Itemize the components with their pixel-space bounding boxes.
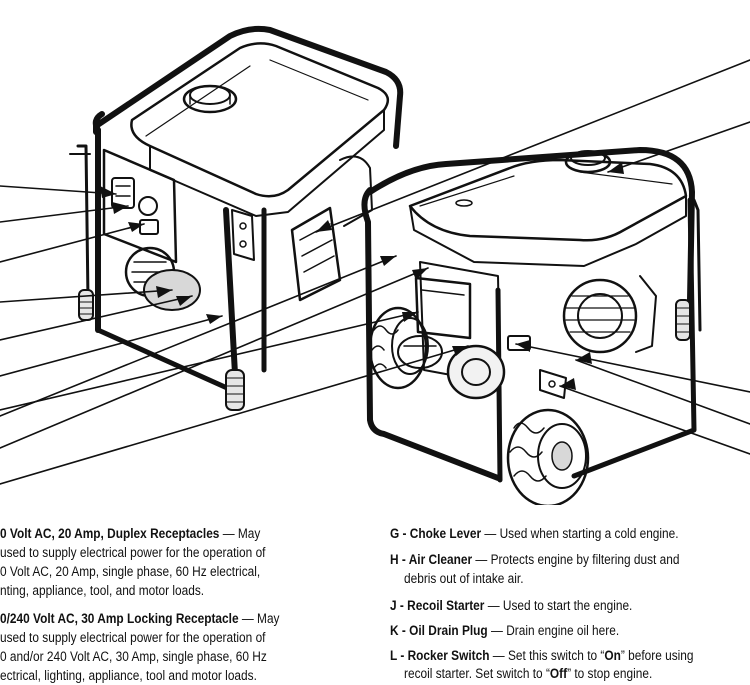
air-cleaner-line2: debris out of intake air. bbox=[404, 571, 524, 586]
receptacle-120v-20a-term: 0 Volt AC, 20 Amp, Duplex Receptacles bbox=[0, 526, 220, 541]
wheel-left bbox=[368, 306, 429, 390]
generator-illustration bbox=[0, 25, 750, 505]
generator-rear bbox=[69, 25, 404, 411]
rocker-switch-desc-a: Set this switch to “ bbox=[507, 648, 605, 663]
air-cleaner-term: H - Air Cleaner bbox=[390, 552, 473, 567]
line1-rest: May bbox=[237, 526, 261, 541]
receptacle-120v-20a-line4: nting, appliance, tool, and motor loads. bbox=[0, 583, 205, 598]
dash: — bbox=[484, 598, 503, 613]
receptacle-240v-30a-line4: ectrical, lighting, appliance, tool and … bbox=[0, 668, 257, 683]
wheel-center bbox=[446, 344, 506, 400]
wheel-front bbox=[506, 408, 590, 505]
oil-drain-plug-term: K - Oil Drain Plug bbox=[390, 623, 488, 638]
rocker-switch-desc-b: ” before using bbox=[620, 648, 694, 663]
receptacle-240v-30a-line2: used to supply electrical power for the … bbox=[0, 630, 266, 645]
dash: — bbox=[238, 611, 258, 626]
recoil-starter-term: J - Recoil Starter bbox=[390, 598, 485, 613]
callout-leader-lines bbox=[0, 59, 750, 485]
rocker-switch-line2: recoil starter. Set switch to “Off” to s… bbox=[404, 664, 652, 683]
rocker-switch-line2-a: recoil starter. Set switch to “ bbox=[404, 666, 550, 681]
off-keyword: Off bbox=[549, 666, 568, 681]
choke-lever-item: G - Choke Lever — Used when starting a c… bbox=[390, 524, 679, 543]
air-cleaner-desc: Protects engine by filtering dust and bbox=[490, 552, 680, 567]
dash: — bbox=[487, 623, 507, 638]
dash: — bbox=[489, 648, 508, 663]
receptacle-240v-30a-term: 0/240 Volt AC, 30 Amp Locking Receptacle bbox=[0, 611, 239, 626]
recoil-starter-desc: Used to start the engine. bbox=[502, 598, 633, 613]
rocker-switch-line2-b: ” to stop engine. bbox=[567, 666, 653, 681]
receptacle-240v-30a-line1: 0/240 Volt AC, 30 Amp Locking Receptacle… bbox=[0, 609, 280, 628]
recoil-starter-item: J - Recoil Starter — Used to start the e… bbox=[390, 596, 632, 615]
generator-front bbox=[361, 147, 702, 505]
receptacle-120v-20a-line1: 0 Volt AC, 20 Amp, Duplex Receptacles — … bbox=[0, 524, 260, 543]
dash: — bbox=[481, 526, 500, 541]
choke-lever-term: G - Choke Lever bbox=[390, 526, 482, 541]
dash: — bbox=[219, 526, 238, 541]
oil-drain-plug-item: K - Oil Drain Plug — Drain engine oil he… bbox=[390, 621, 619, 640]
rocker-switch-item: L - Rocker Switch — Set this switch to “… bbox=[390, 646, 694, 665]
receptacle-120v-20a-line3: 0 Volt AC, 20 Amp, single phase, 60 Hz e… bbox=[0, 564, 261, 579]
choke-lever-desc: Used when starting a cold engine. bbox=[499, 526, 679, 541]
air-cleaner-item: H - Air Cleaner — Protects engine by fil… bbox=[390, 550, 679, 569]
receptacle-120v-20a-line2: used to supply electrical power for the … bbox=[0, 545, 266, 560]
on-keyword: On bbox=[604, 648, 621, 663]
dash: — bbox=[472, 552, 491, 567]
receptacle-240v-30a-line3: 0 and/or 240 Volt AC, 30 Amp, single pha… bbox=[0, 649, 267, 664]
line1-rest: May bbox=[257, 611, 280, 626]
rocker-switch-term: L - Rocker Switch bbox=[390, 648, 490, 663]
callout-arrowheads bbox=[100, 162, 624, 390]
oil-drain-plug-desc: Drain engine oil here. bbox=[506, 623, 620, 638]
